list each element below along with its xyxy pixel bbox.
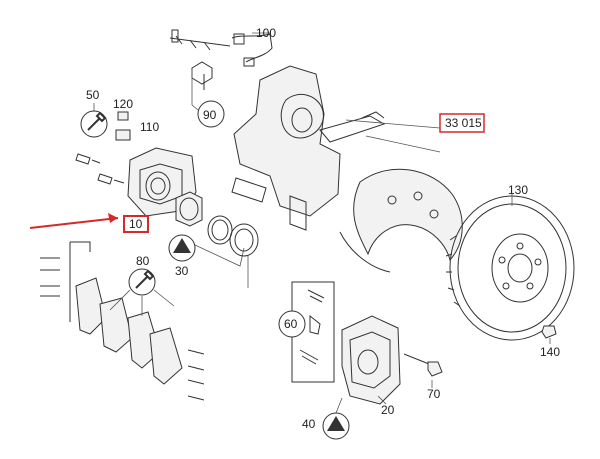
- dust-shield[interactable]: [339, 168, 463, 273]
- piston-seal[interactable]: [207, 215, 233, 245]
- bleed-cap[interactable]: [117, 111, 129, 121]
- brake-disc[interactable]: [445, 195, 575, 341]
- label-30: 30: [175, 264, 189, 278]
- label-70: 70: [427, 387, 441, 401]
- label-90: 90: [203, 108, 217, 122]
- wrench-icon: [87, 111, 107, 131]
- ref-box-33015: [439, 113, 485, 133]
- brake-pad-set[interactable]: [40, 241, 205, 401]
- label-130: 130: [508, 183, 528, 197]
- grease-icon-40: [322, 412, 350, 440]
- label-100: 100: [256, 26, 276, 40]
- piston[interactable]: [175, 191, 203, 227]
- label-10: 10: [129, 217, 143, 231]
- pin-kit[interactable]: [299, 289, 325, 365]
- caliper-assembly[interactable]: [341, 315, 401, 405]
- label-140: 140: [540, 345, 560, 359]
- label-40: 40: [302, 417, 316, 431]
- label-20: 20: [381, 403, 395, 417]
- wrench-icon-80: [135, 269, 155, 289]
- grease-icon-60: [278, 310, 306, 338]
- sensor-clip[interactable]: [191, 61, 213, 90]
- label-120: 120: [113, 97, 133, 111]
- label-33015: 33 015: [445, 116, 482, 130]
- label-50: 50: [86, 88, 100, 102]
- steering-knuckle[interactable]: [231, 65, 386, 231]
- highlight-box-10: [123, 215, 149, 233]
- disc-screw[interactable]: [541, 325, 557, 339]
- highlight-arrow: [29, 217, 119, 229]
- bleed-screw[interactable]: [115, 129, 131, 141]
- label-60: 60: [284, 317, 298, 331]
- guide-pins[interactable]: [75, 153, 125, 185]
- label-80: 80: [136, 254, 150, 268]
- label-110: 110: [140, 120, 159, 134]
- highlight-arrowhead: [108, 213, 118, 223]
- grease-icon: [197, 100, 225, 128]
- caliper-bolt[interactable]: [403, 353, 443, 377]
- grease-icon-30: [168, 234, 196, 262]
- dust-boot[interactable]: [229, 223, 259, 257]
- wear-sensor-wire[interactable]: [169, 29, 273, 67]
